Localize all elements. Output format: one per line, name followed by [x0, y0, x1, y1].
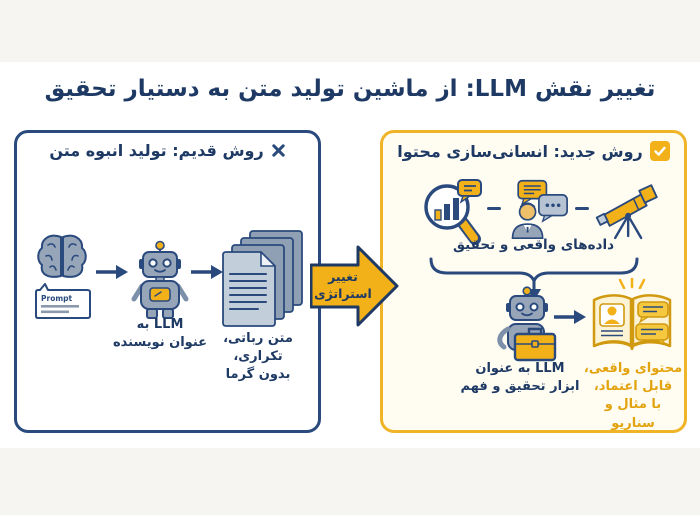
robotic-text-caption: متن رباتی، تکراری، بدون گرما	[223, 331, 293, 383]
document-stack-icon	[222, 230, 303, 327]
right-arrow-icon	[554, 310, 586, 324]
robot-research-icon	[497, 286, 557, 362]
old-method-panel: روش قدیم: تولید انبوه متن Prompt	[14, 130, 321, 433]
big-right-arrow-icon	[309, 245, 399, 327]
llm-writer-caption: LLM به عنوان نویسنده	[112, 317, 208, 351]
prompt-label: Prompt	[41, 294, 73, 303]
dash-connector	[487, 207, 501, 210]
authentic-content-caption: محتوای واقعی، قابل اعتماد، با مثال و سنا…	[583, 361, 683, 431]
new-method-header-label: روش جدید: انسانی‌سازی محتوا	[397, 141, 643, 161]
person-chat-icon	[511, 179, 568, 240]
dash-connector	[575, 207, 589, 210]
magnifier-chart-icon	[424, 179, 482, 245]
strategy-change-arrow: تغییر استراتژی	[309, 240, 400, 332]
new-method-panel: روش جدید: انسانی‌سازی محتوا	[380, 130, 687, 433]
prompt-bubble: Prompt	[35, 283, 91, 319]
checkmark-badge-icon	[649, 141, 670, 161]
strategy-change-label: تغییر استراتژی	[314, 269, 372, 301]
robot-writer-icon	[131, 240, 189, 319]
llm-research-caption: LLM به عنوان ابزار تحقیق و فهم	[460, 361, 580, 395]
x-mark-icon	[271, 144, 285, 157]
right-arrow-icon	[96, 265, 128, 279]
brain-icon	[37, 234, 87, 278]
bottom-margin-strip	[0, 448, 700, 515]
prompt-line	[41, 310, 69, 314]
telescope-icon	[595, 184, 658, 240]
open-book-icon	[592, 278, 672, 351]
prompt-line	[41, 305, 79, 308]
research-data-caption: داده‌های واقعی و تحقیق	[452, 237, 615, 253]
page-title: تغییر نقش LLM: از ماشین تولید متن به دست…	[44, 76, 656, 102]
top-margin-strip	[0, 0, 700, 62]
old-method-header: روش قدیم: تولید انبوه متن	[17, 141, 318, 160]
right-arrow-icon	[191, 265, 223, 279]
new-method-header: روش جدید: انسانی‌سازی محتوا	[383, 141, 684, 161]
old-method-header-label: روش قدیم: تولید انبوه متن	[49, 141, 264, 160]
